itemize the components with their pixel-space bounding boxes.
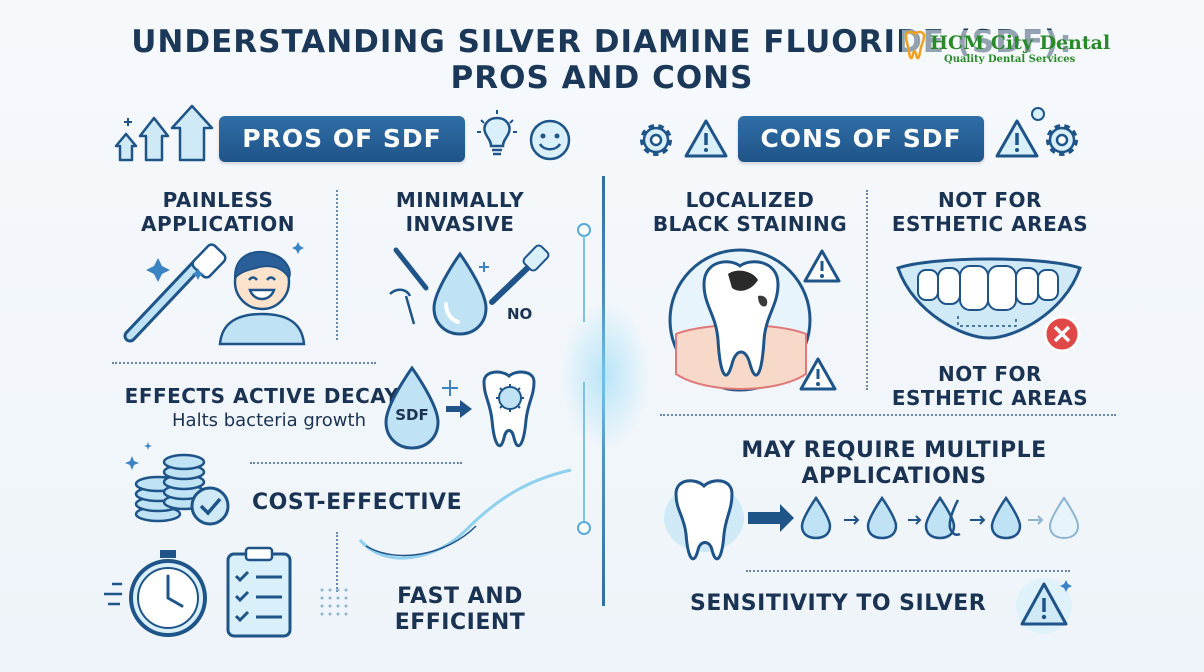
dot-grid-decoration: [320, 588, 348, 616]
smiley-icon: [529, 119, 571, 161]
minimally-line-2: INVASIVE: [405, 212, 515, 236]
painless-line-1: PAINLESS: [162, 188, 274, 212]
minimally-invasive-heading: MINIMALLY INVASIVE: [370, 188, 550, 236]
pros-header: PROS OF SDF: [219, 116, 465, 162]
stopwatch-icon: [104, 550, 207, 637]
tooth-drops-sequence-icon: [664, 479, 1080, 561]
checklist-icon: [226, 546, 292, 638]
sensitivity-heading: SENSITIVITY TO SILVER: [690, 591, 987, 616]
effects-subtext: Halts bacteria growth: [172, 410, 366, 431]
title-line-2: PROS AND CONS: [450, 60, 754, 96]
water-drop-icon: [432, 251, 488, 336]
sparkle-icon: [442, 380, 458, 396]
painless-line-2: APPLICATION: [141, 212, 295, 236]
fast-line-2: EFFICIENT: [394, 610, 526, 635]
gears-icon: [1031, 107, 1078, 156]
logo: HCM City Dental Quality Dental Services: [902, 30, 1110, 70]
esthetic-bottom-line-2: ESTHETIC AREAS: [891, 386, 1089, 410]
logo-name: HCM City Dental: [930, 32, 1111, 54]
tooth-bacteria-icon: [482, 370, 536, 448]
circuit-line-decoration: [577, 223, 591, 535]
esthetic-top-line-1: NOT FOR: [938, 188, 1042, 212]
lightbulb-icon: [477, 110, 517, 156]
staining-line-2: BLACK STAINING: [652, 212, 848, 236]
warning-icon: [803, 249, 841, 283]
minimally-line-1: MINIMALLY: [395, 188, 525, 212]
sdf-label: SDF: [395, 406, 429, 424]
warning-icon: [799, 357, 837, 391]
warning-icon: [1016, 578, 1072, 634]
happy-person-icon: [218, 250, 306, 346]
logo-tagline: Quality Dental Services: [944, 54, 1076, 65]
staining-heading: LOCALIZED BLACK STAINING: [650, 188, 850, 236]
arrows-up-icon: [114, 104, 214, 162]
glow-effect: [560, 300, 650, 450]
esthetic-bottom-line-1: NOT FOR: [938, 362, 1042, 386]
esthetic-heading-bottom: NOT FOR ESTHETIC AREAS: [888, 362, 1092, 410]
sdf-drop-icon: [384, 365, 440, 450]
close-x-icon: [1043, 315, 1081, 353]
arrow-right-icon: [446, 400, 472, 418]
dental-tools-icon: [389, 244, 550, 325]
divider: [250, 462, 462, 464]
sparkle-icon: [146, 242, 304, 282]
warning-icon: [684, 119, 728, 158]
stained-tooth-icon: [668, 248, 812, 392]
esthetic-heading-top: NOT FOR ESTHETIC AREAS: [888, 188, 1092, 236]
divider: [866, 190, 868, 390]
staining-line-1: LOCALIZED: [685, 188, 815, 212]
gear-icon: [640, 124, 672, 156]
smile-teeth-icon: [896, 257, 1082, 340]
fast-efficient-heading: FAST AND EFFICIENT: [380, 584, 540, 636]
cost-effective-heading: COST-EFFECTIVE: [252, 490, 463, 515]
divider: [336, 190, 338, 340]
warning-icon: [995, 119, 1039, 158]
fast-line-1: FAST AND: [397, 584, 523, 609]
painless-heading: PAINLESS APPLICATION: [120, 188, 316, 236]
coins-icon: [125, 442, 230, 526]
cons-header: CONS OF SDF: [738, 116, 984, 162]
multiple-applications-heading: MAY REQUIRE MULTIPLE APPLICATIONS: [741, 438, 1047, 489]
effects-heading: EFFECTS ACTIVE DECAY: [124, 384, 400, 408]
divider: [336, 532, 338, 592]
divider: [746, 570, 1070, 572]
swirl-decoration: [358, 468, 572, 560]
divider: [660, 414, 1116, 416]
esthetic-top-line-2: ESTHETIC AREAS: [891, 212, 1089, 236]
tooth-logo-icon: [904, 30, 926, 60]
no-label: NO: [507, 305, 533, 323]
divider: [112, 362, 376, 364]
